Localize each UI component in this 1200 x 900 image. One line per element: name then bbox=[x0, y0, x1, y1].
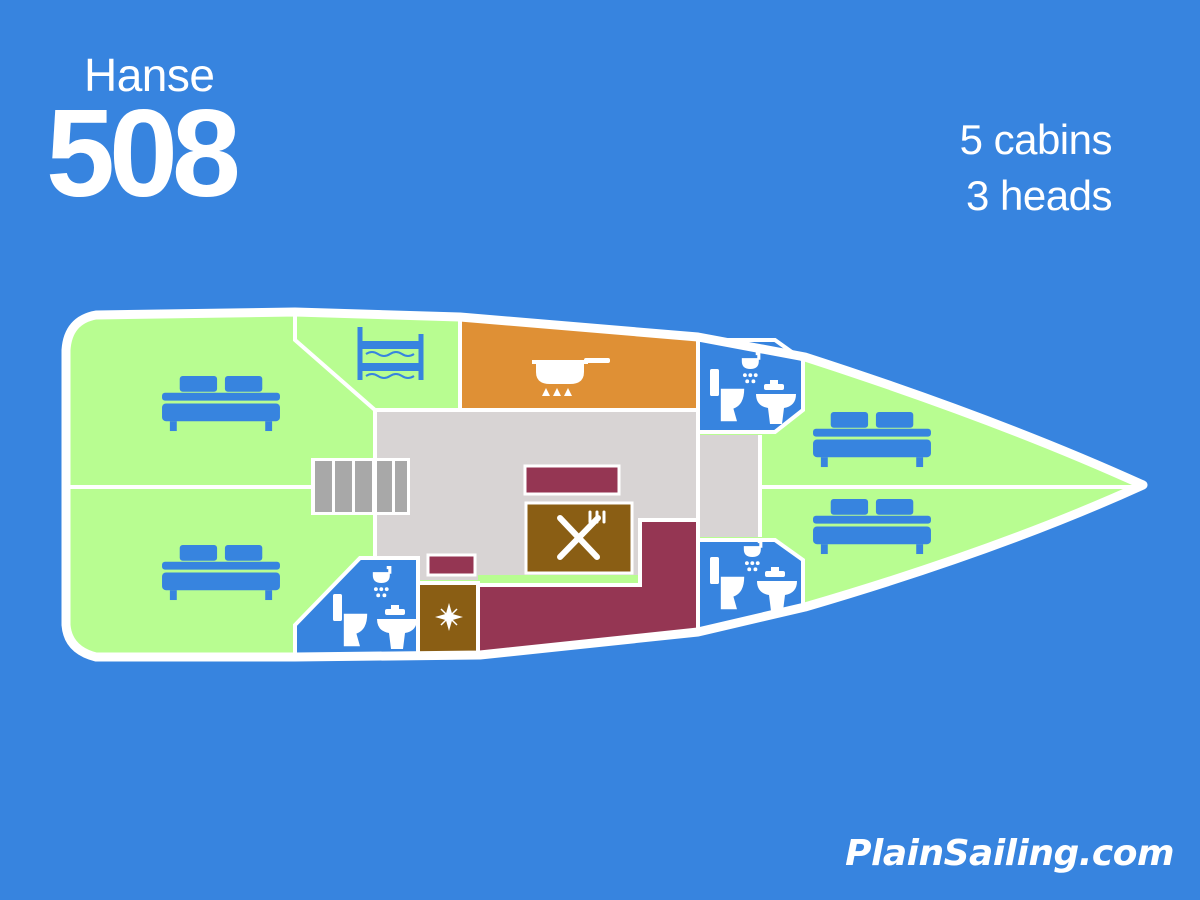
saloon-bench bbox=[523, 464, 621, 496]
stairs-icon bbox=[315, 461, 407, 512]
cooking-pan-icon bbox=[532, 358, 610, 396]
partition-walls bbox=[66, 313, 1143, 657]
heads-count: 3 heads bbox=[966, 172, 1112, 219]
dining-table bbox=[524, 501, 634, 575]
nav-seat bbox=[426, 553, 477, 577]
brand-logo[interactable]: PlainSailing.com bbox=[845, 833, 1174, 874]
hull-outline bbox=[61, 307, 1148, 662]
boat-make: Hanse bbox=[84, 49, 215, 101]
bunk-bed-icon bbox=[357, 327, 424, 380]
compass-rose-icon bbox=[435, 603, 463, 631]
boat-specs: 5 cabins 3 heads bbox=[959, 112, 1113, 224]
knife-fork-icon bbox=[557, 510, 606, 560]
boat-model: 508 bbox=[46, 85, 241, 223]
cabins-count: 5 cabins bbox=[959, 116, 1113, 163]
saloon-seating bbox=[480, 520, 698, 655]
